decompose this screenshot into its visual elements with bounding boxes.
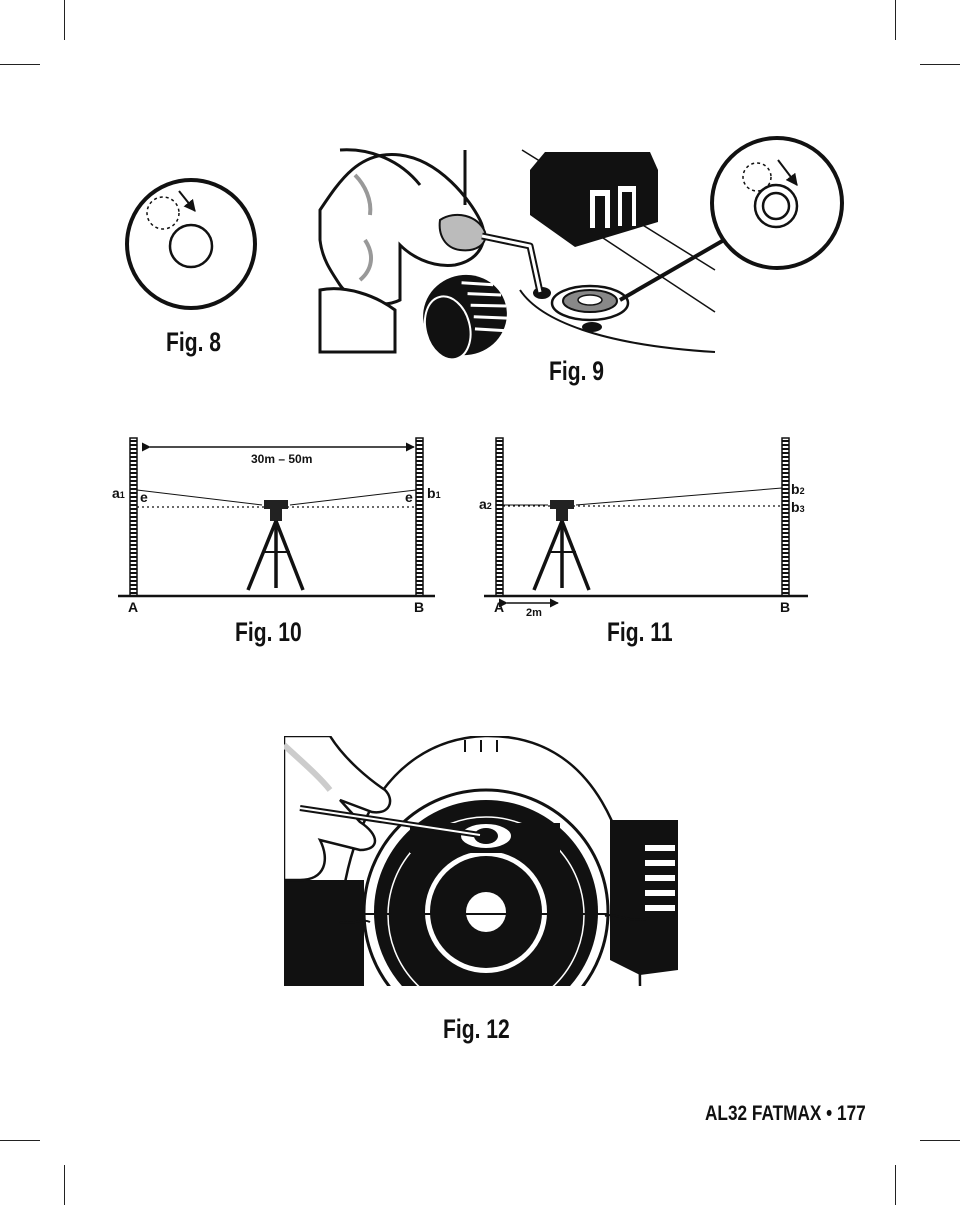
fig11-b2-letter: b [791,481,800,497]
fig10-label-A: A [128,599,139,615]
fig10-label-B: B [414,599,425,615]
crop-mark [64,1165,65,1205]
crop-mark [920,1140,960,1141]
fig10-b1-letter: b [427,485,436,501]
fig11-label-a2: a2 [479,496,492,512]
fig10-caption: Fig. 10 [235,617,302,647]
crop-mark [895,0,896,40]
fig11-b3-letter: b [791,499,800,515]
fig10-distance-label: 30m – 50m [251,452,313,466]
fig11-a2-letter: a [479,496,487,512]
fig8-bubble-diagram [125,178,257,310]
fig10-label-e-right: e [405,489,413,505]
fig9-adjustment-illustration [318,136,844,361]
fig8-caption: Fig. 8 [166,327,222,357]
fig10-a1-letter: a [112,485,120,501]
crop-mark [0,64,40,65]
fig10-label-e-left: e [140,489,148,505]
fig11-caption: Fig. 11 [607,617,673,647]
page-footer: AL32 FATMAX • 177 [705,1102,866,1125]
fig11-label-A: A [494,599,505,615]
fig10-a1-sub: 1 [119,490,125,500]
crop-mark [0,1140,40,1141]
fig11-a2-sub: 2 [486,501,492,511]
crop-mark [64,0,65,40]
fig10-b1-sub: 1 [435,490,441,500]
fig11-label-B: B [780,599,791,615]
fig11-b2-sub: 2 [799,486,805,496]
fig10-label-a1: a1 [112,485,125,501]
fig10-label-b1: b1 [427,485,441,501]
fig11-two-peg-test [484,437,808,608]
crop-mark [920,64,960,65]
fig9-caption: Fig. 9 [549,356,605,386]
crop-mark [895,1165,896,1205]
fig12-reticle-adjustment [284,736,678,986]
fig10-two-peg-test [118,437,435,598]
fig11-label-b2: b2 [791,481,805,497]
fig11-distance-label: 2m [526,607,542,619]
fig11-label-b3: b3 [791,499,805,515]
fig11-b3-sub: 3 [799,504,805,514]
fig12-caption: Fig. 12 [443,1014,510,1044]
